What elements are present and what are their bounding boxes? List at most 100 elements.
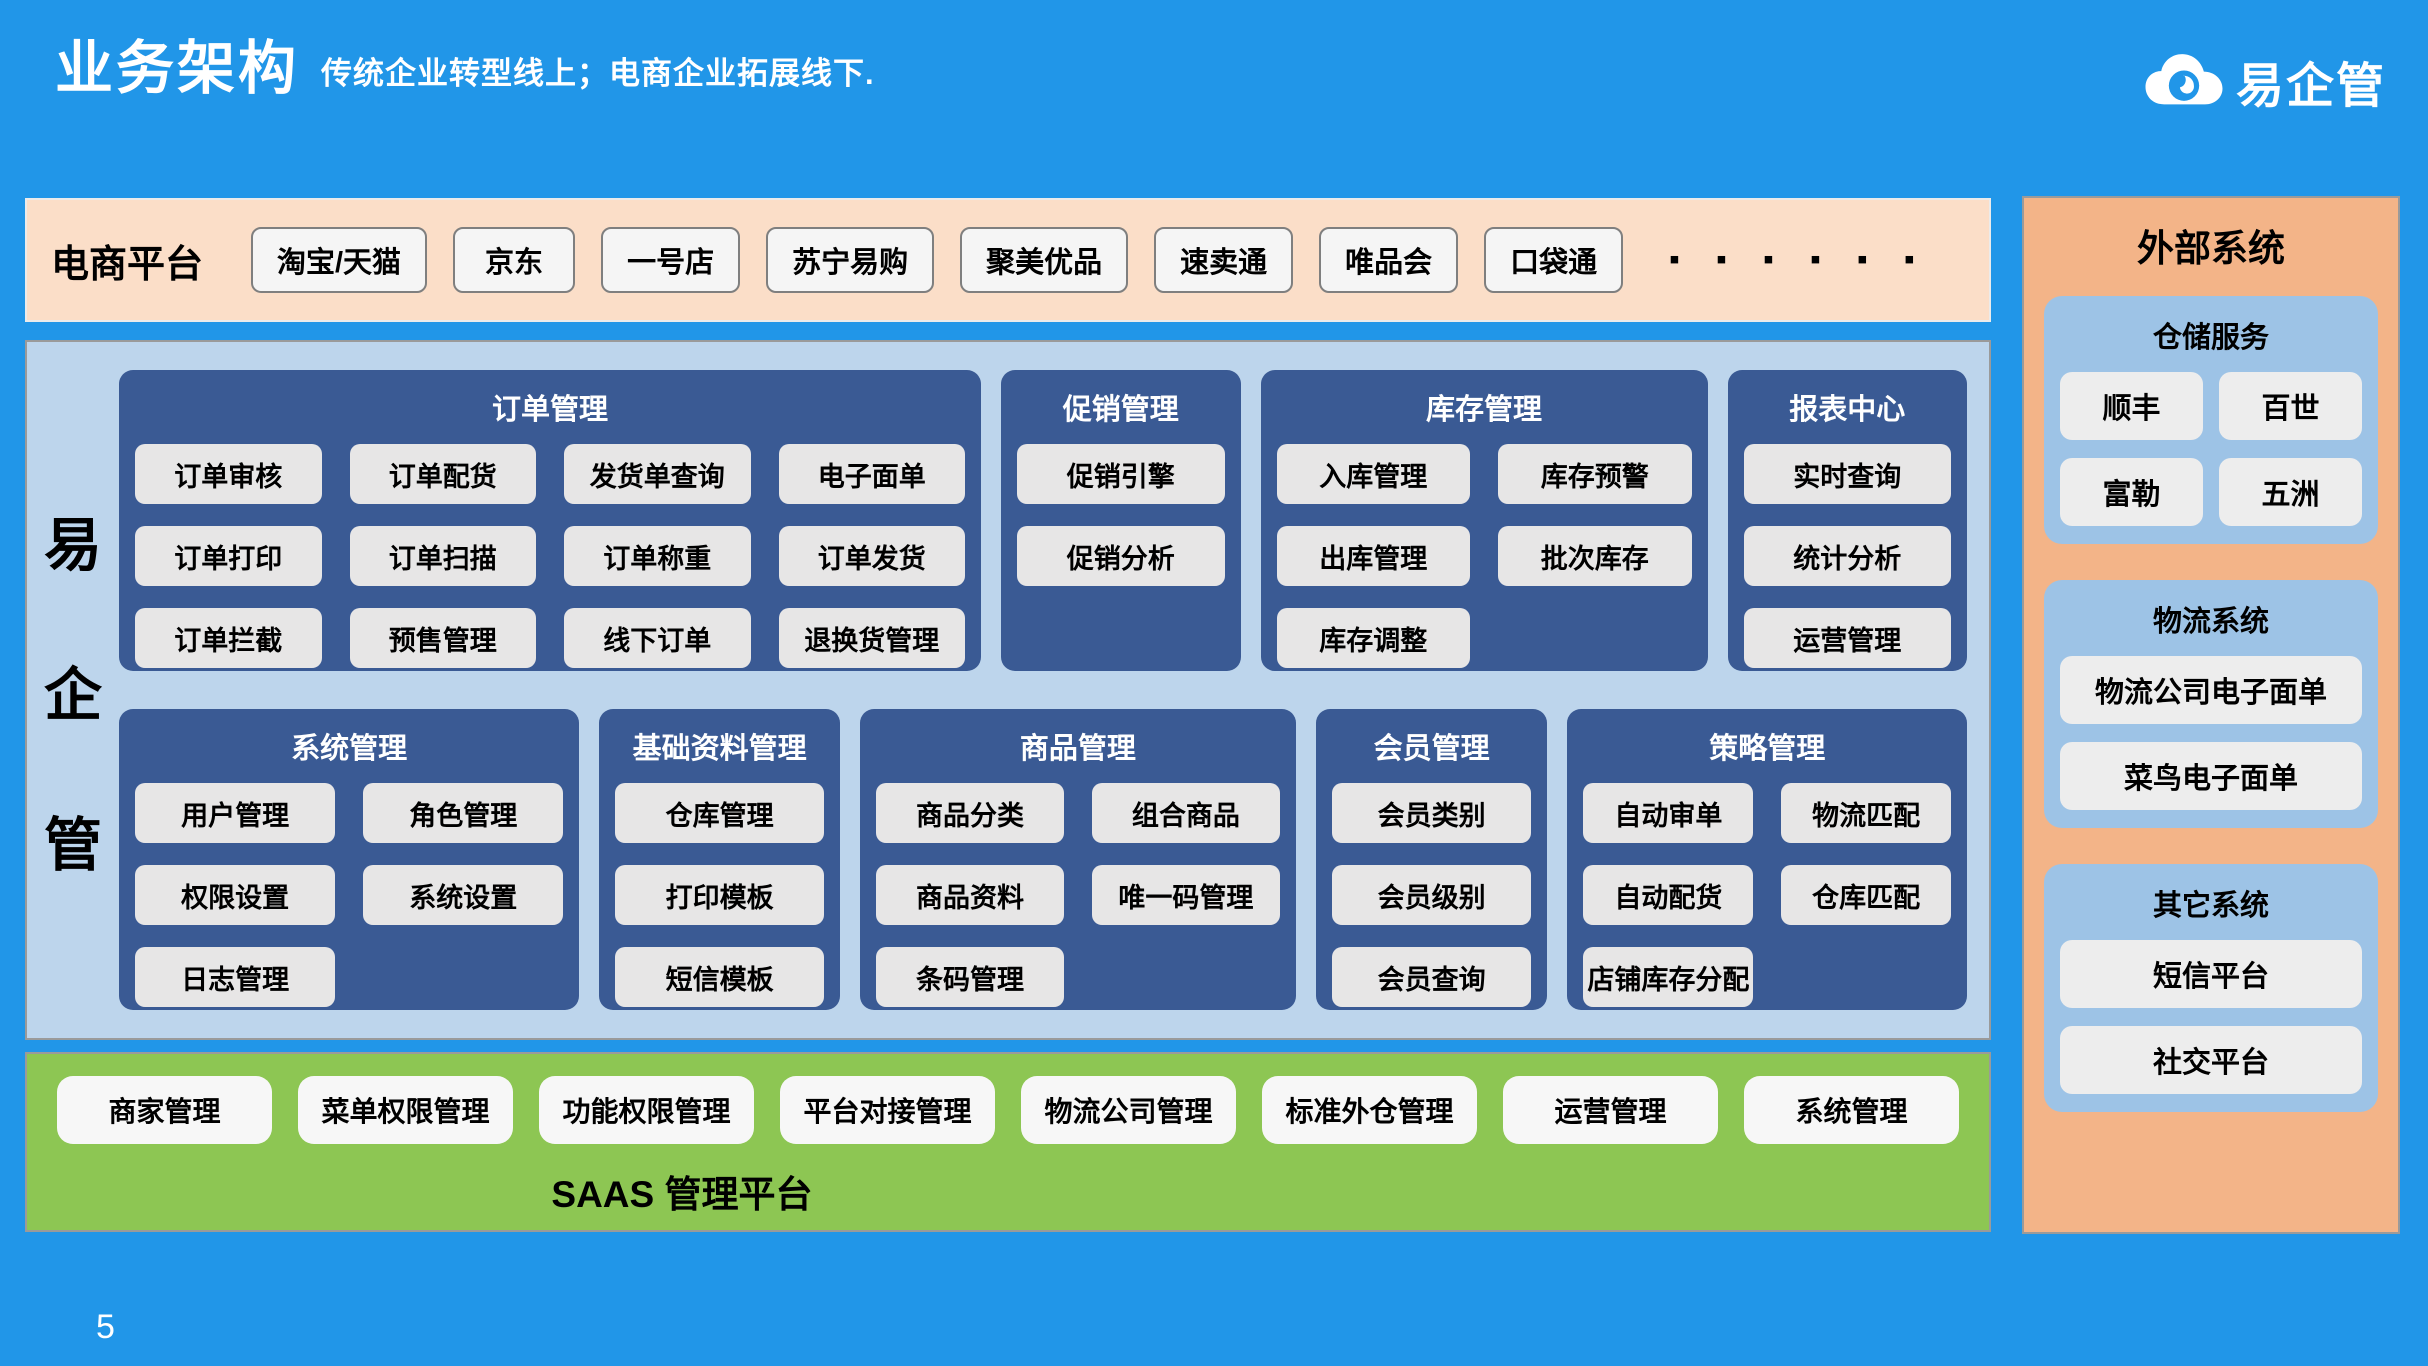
external-button[interactable]: 顺丰: [2060, 372, 2203, 440]
panel-button-grid: 用户管理角色管理权限设置系统设置日志管理: [135, 783, 564, 1007]
module-button[interactable]: 订单拦截: [135, 608, 322, 668]
module-button[interactable]: 店铺库存分配: [1583, 947, 1754, 1007]
module-button[interactable]: 订单扫描: [349, 526, 536, 586]
ecommerce-bar-label: 电商平台: [51, 243, 204, 286]
external-button[interactable]: 五洲: [2219, 458, 2362, 526]
external-button[interactable]: 富勒: [2060, 458, 2203, 526]
module-button[interactable]: 仓库管理: [615, 783, 825, 843]
module-button[interactable]: 会员级别: [1331, 865, 1532, 925]
external-button-grid: 物流公司电子面单菜鸟电子面单: [2060, 656, 2362, 810]
saas-button[interactable]: 物流公司管理: [1021, 1076, 1236, 1144]
module-button[interactable]: 订单配货: [349, 444, 536, 504]
module-button[interactable]: 促销引擎: [1017, 444, 1225, 504]
external-button[interactable]: 短信平台: [2060, 940, 2362, 1008]
module-button[interactable]: 发货单查询: [564, 444, 751, 504]
module-button[interactable]: 实时查询: [1743, 444, 1951, 504]
panel-button-grid: 促销引擎促销分析: [1017, 444, 1225, 586]
panel-button-grid: 商品分类组合商品商品资料唯一码管理条码管理: [876, 783, 1280, 1007]
saas-button[interactable]: 系统管理: [1744, 1076, 1959, 1144]
platform-button[interactable]: 聚美优品: [960, 227, 1129, 293]
panel-title: 库存管理: [1425, 394, 1542, 426]
module-row: 订单管理订单审核订单配货发货单查询电子面单订单打印订单扫描订单称重订单发货订单拦…: [119, 370, 1967, 671]
platform-button[interactable]: 淘宝/天猫: [251, 227, 428, 293]
module-rows: 订单管理订单审核订单配货发货单查询电子面单订单打印订单扫描订单称重订单发货订单拦…: [119, 370, 1967, 1010]
panel-title: 基础资料管理: [632, 733, 807, 765]
platform-button[interactable]: 唯品会: [1319, 227, 1459, 293]
module-button[interactable]: 批次库存: [1498, 526, 1692, 586]
module-button[interactable]: 仓库匹配: [1781, 865, 1951, 925]
panel-title: 报表中心: [1789, 394, 1906, 426]
module-button[interactable]: 短信模板: [615, 947, 825, 1007]
module-button[interactable]: 权限设置: [135, 865, 336, 925]
vertical-label-char: 管: [43, 813, 102, 878]
saas-button[interactable]: 商家管理: [57, 1076, 272, 1144]
external-button[interactable]: 社交平台: [2060, 1026, 2362, 1094]
module-button[interactable]: 系统设置: [363, 865, 564, 925]
module-panel: 促销管理促销引擎促销分析: [1001, 370, 1241, 671]
module-button[interactable]: 唯一码管理: [1091, 865, 1280, 925]
platform-button[interactable]: 苏宁易购: [766, 227, 935, 293]
module-button[interactable]: 自动配货: [1583, 865, 1754, 925]
platform-button[interactable]: 速卖通: [1154, 227, 1294, 293]
module-button[interactable]: 电子面单: [778, 444, 965, 504]
external-button-grid: 顺丰百世富勒五洲: [2060, 372, 2362, 526]
module-panel: 系统管理用户管理角色管理权限设置系统设置日志管理: [119, 709, 580, 1010]
module-button[interactable]: 运营管理: [1743, 608, 1951, 668]
vertical-label-char: 企: [43, 663, 102, 728]
module-button[interactable]: 打印模板: [615, 865, 825, 925]
module-button[interactable]: 线下订单: [564, 608, 751, 668]
external-button[interactable]: 菜鸟电子面单: [2060, 742, 2362, 810]
module-button[interactable]: 条码管理: [876, 947, 1064, 1007]
module-button[interactable]: 用户管理: [135, 783, 336, 843]
module-button[interactable]: 库存调整: [1276, 608, 1470, 668]
vertical-brand-label: 易 企 管: [27, 370, 119, 1010]
module-button[interactable]: 统计分析: [1743, 526, 1951, 586]
external-systems-title: 外部系统: [2137, 228, 2285, 269]
external-button[interactable]: 百世: [2219, 372, 2362, 440]
module-button[interactable]: 出库管理: [1276, 526, 1470, 586]
module-button[interactable]: 订单称重: [564, 526, 751, 586]
module-button[interactable]: 商品资料: [876, 865, 1064, 925]
module-button[interactable]: 订单发货: [778, 526, 965, 586]
panel-button-grid: 入库管理库存预警出库管理批次库存库存调整: [1276, 444, 1692, 668]
saas-button[interactable]: 标准外仓管理: [1262, 1076, 1477, 1144]
module-panel: 商品管理商品分类组合商品商品资料唯一码管理条码管理: [860, 709, 1296, 1010]
module-button[interactable]: 库存预警: [1498, 444, 1692, 504]
module-button[interactable]: 角色管理: [363, 783, 564, 843]
saas-button[interactable]: 平台对接管理: [780, 1076, 995, 1144]
platform-list: 淘宝/天猫京东一号店苏宁易购聚美优品速卖通唯品会口袋通: [251, 227, 1624, 293]
ecommerce-platform-bar: 电商平台 淘宝/天猫京东一号店苏宁易购聚美优品速卖通唯品会口袋通 ▪ ▪ ▪ ▪…: [25, 198, 1991, 322]
saas-button[interactable]: 菜单权限管理: [298, 1076, 513, 1144]
platform-button[interactable]: 口袋通: [1484, 227, 1624, 293]
saas-button[interactable]: 功能权限管理: [539, 1076, 754, 1144]
panel-button-grid: 会员类别会员级别会员查询: [1331, 783, 1532, 1007]
cloud-swirl-icon: [2145, 54, 2223, 105]
platform-button[interactable]: 一号店: [601, 227, 741, 293]
module-button[interactable]: 订单打印: [135, 526, 322, 586]
saas-button[interactable]: 运营管理: [1503, 1076, 1718, 1144]
module-button[interactable]: 商品分类: [876, 783, 1064, 843]
external-button[interactable]: 物流公司电子面单: [2060, 656, 2362, 724]
module-button[interactable]: 日志管理: [135, 947, 336, 1007]
module-button[interactable]: 退换货管理: [778, 608, 965, 668]
module-button[interactable]: 自动审单: [1583, 783, 1754, 843]
module-panel: 基础资料管理仓库管理打印模板短信模板: [599, 709, 841, 1010]
external-button-grid: 短信平台社交平台: [2060, 940, 2362, 1094]
page-subtitle: 传统企业转型线上；电商企业拓展线下.: [321, 56, 875, 91]
platform-button[interactable]: 京东: [453, 227, 576, 293]
external-group: 物流系统物流公司电子面单菜鸟电子面单: [2044, 580, 2378, 828]
panel-title: 商品管理: [1019, 733, 1136, 765]
module-button[interactable]: 预售管理: [349, 608, 536, 668]
external-group-list: 仓储服务顺丰百世富勒五洲物流系统物流公司电子面单菜鸟电子面单其它系统短信平台社交…: [2044, 296, 2378, 1112]
module-button[interactable]: 会员查询: [1331, 947, 1532, 1007]
module-button[interactable]: 订单审核: [135, 444, 322, 504]
module-button[interactable]: 物流匹配: [1781, 783, 1951, 843]
module-button[interactable]: 会员类别: [1331, 783, 1532, 843]
panel-button-grid: 订单审核订单配货发货单查询电子面单订单打印订单扫描订单称重订单发货订单拦截预售管…: [135, 444, 965, 668]
module-button[interactable]: 入库管理: [1276, 444, 1470, 504]
module-button[interactable]: 促销分析: [1017, 526, 1225, 586]
brand-logo: 易企管: [2142, 46, 2386, 116]
panel-title: 促销管理: [1062, 394, 1179, 426]
module-button[interactable]: 组合商品: [1091, 783, 1280, 843]
vertical-label-char: 易: [43, 513, 102, 578]
